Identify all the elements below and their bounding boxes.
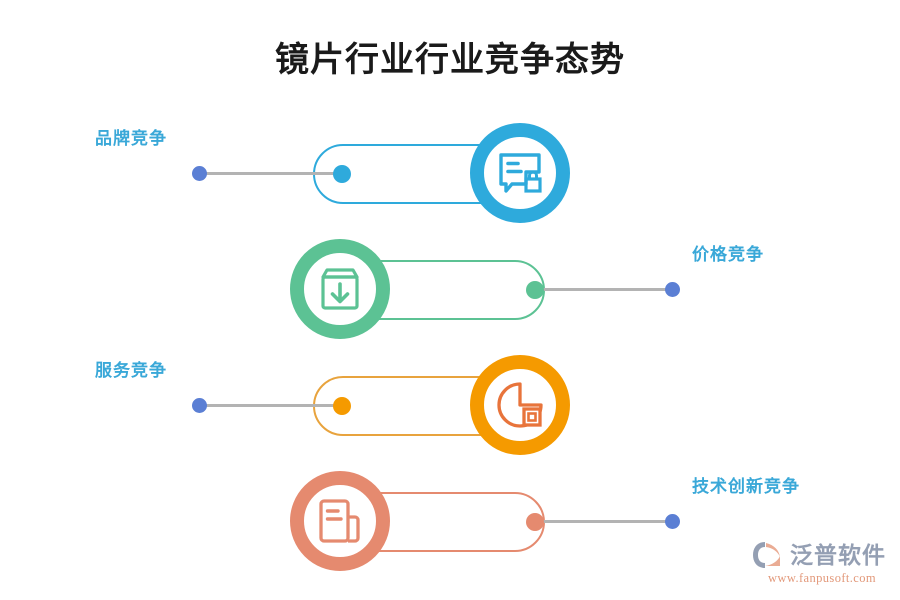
- diagram-row-tech-innovation-competition: 技术创新竞争: [0, 464, 900, 580]
- icon-circle-price-competition: [290, 239, 390, 339]
- diagram-row-service-competition: 服务竞争: [0, 348, 900, 464]
- pie-chart-icon: [493, 378, 547, 432]
- document-icon: [314, 495, 366, 547]
- pill-dot: [333, 165, 351, 183]
- row-label-brand-competition: 品牌竞争: [95, 129, 167, 148]
- connector-line: [199, 404, 341, 407]
- page-title: 镜片行业行业竞争态势: [275, 41, 625, 79]
- fanpu-logo-icon: [752, 540, 786, 570]
- icon-circle-brand-competition: [470, 123, 570, 223]
- connector-end-dot: [665, 514, 680, 529]
- row-label-price-competition: 价格竞争: [692, 245, 764, 264]
- connector-line: [534, 288, 676, 291]
- pill-dot: [526, 281, 544, 299]
- pill-dot: [526, 513, 544, 531]
- row-label-tech-innovation-competition: 技术创新竞争: [692, 477, 800, 496]
- diagram-row-price-competition: 价格竞争: [0, 232, 900, 348]
- box-download-icon: [314, 263, 366, 315]
- icon-circle-service-competition: [470, 355, 570, 455]
- watermark-brand: 泛普软件: [790, 542, 886, 568]
- connector-line: [199, 172, 341, 175]
- message-lock-icon: [493, 146, 547, 200]
- diagram-row-brand-competition: 品牌竞争: [0, 116, 900, 232]
- row-label-service-competition: 服务竞争: [95, 361, 167, 380]
- pill-dot: [333, 397, 351, 415]
- connector-end-dot: [192, 166, 207, 181]
- watermark-url: www.fanpusoft.com: [767, 571, 877, 585]
- icon-circle-tech-innovation-competition: [290, 471, 390, 571]
- connector-line: [534, 520, 676, 523]
- watermark-logo: 泛普软件 www.fanpusoft.com: [752, 540, 892, 592]
- connector-end-dot: [192, 398, 207, 413]
- connector-end-dot: [665, 282, 680, 297]
